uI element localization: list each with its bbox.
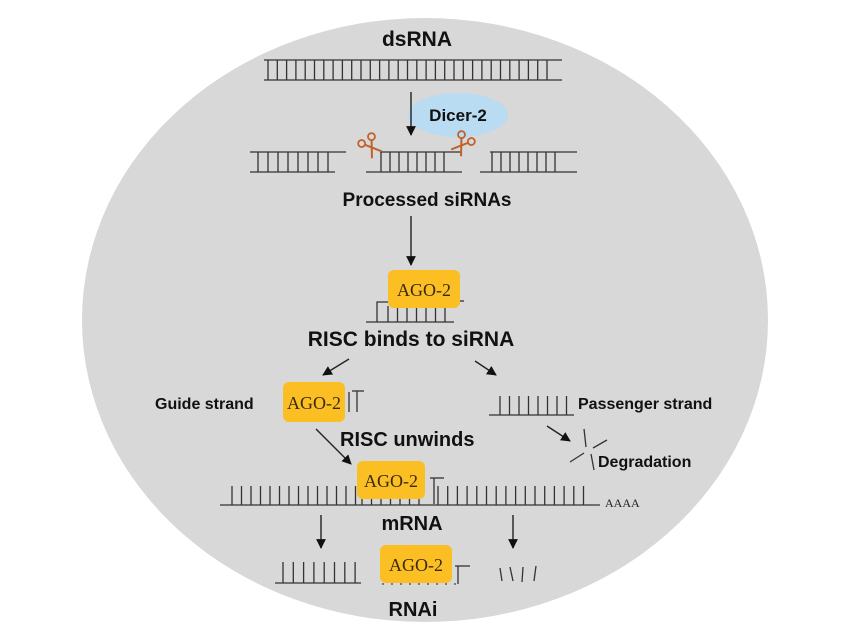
degradation-label: Degradation [598,454,691,471]
sirna-pieces [250,151,577,173]
dicer-bubble [408,93,508,137]
ago-2-label: AGO-2 [364,471,418,491]
rnai-guide-strand [382,565,470,585]
cleaved-mrna-fragment [275,562,361,584]
mrna-strand [220,486,600,506]
degraded-fragments [569,428,608,471]
risc-binds-label: RISC binds to siRNA [308,328,515,351]
guide-strand [348,390,364,412]
ago-2-protein: AGO-2 [388,270,460,308]
arrow-icon [474,360,497,376]
risc-sirna-strand [366,300,464,323]
ago-2-label: AGO-2 [389,555,443,575]
dsrna-label: dsRNA [382,28,452,51]
ago-2-protein: AGO-2 [357,461,425,499]
guide-strand-label: Guide strand [155,396,254,413]
cell-background [82,18,768,622]
ago-2-label: AGO-2 [287,393,341,413]
ago-2-protein: AGO-2 [380,545,452,583]
passenger-strand [489,396,574,416]
ago-2-protein: AGO-2 [283,382,345,422]
dsrna-strand [264,59,562,81]
processed-sirnas-label: Processed siRNAs [343,190,512,211]
scissors-icon [450,130,476,157]
mrna-label: mRNA [381,513,442,535]
degraded-mrna-fragments [499,565,537,583]
polya-tail-label: AAAA [605,496,640,510]
rnai-label: RNAi [389,599,438,621]
passenger-strand-label: Passenger strand [578,396,712,413]
scissors-icon [357,132,383,159]
dicer-label: Dicer-2 [429,106,487,125]
arrow-icon [322,358,350,376]
arrow-icon [546,425,571,442]
risc-unwinds-label: RISC unwinds [340,429,474,451]
ago-2-label: AGO-2 [397,280,451,300]
arrow-icon [315,428,352,465]
